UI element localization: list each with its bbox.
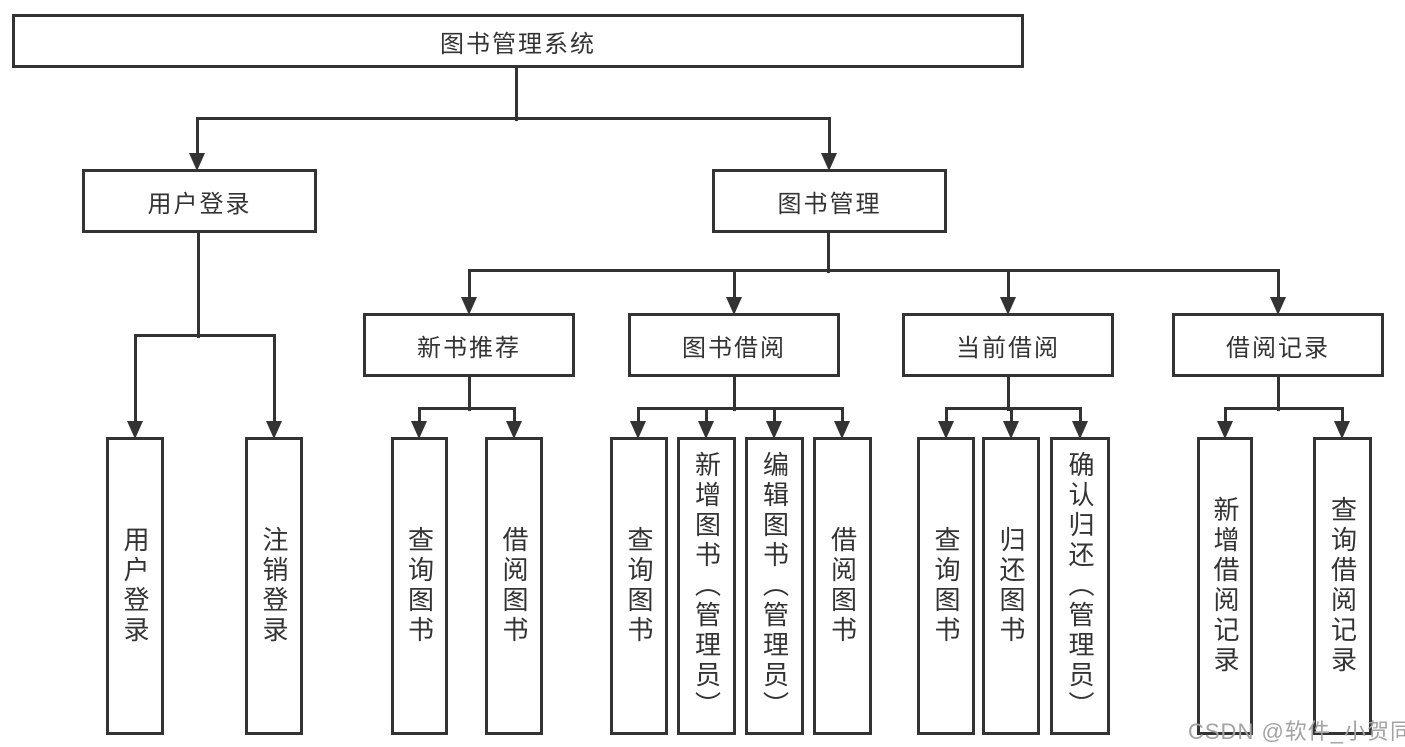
connector-line: [195, 118, 199, 155]
arrowhead: [1217, 421, 1233, 439]
arrowhead: [1270, 297, 1286, 315]
leaf-add-book-admin: 新增图书（管理员）: [677, 437, 736, 735]
arrowhead: [1072, 421, 1088, 439]
leaf-return-book: 归还图书: [982, 437, 1040, 735]
connector-line: [417, 408, 421, 423]
connector-line: [1340, 408, 1344, 423]
connector-line: [467, 270, 471, 299]
connector-line: [732, 377, 736, 411]
leaf-query-borrow-record: 查询借阅记录: [1313, 437, 1372, 735]
arrowhead: [834, 421, 850, 439]
leaf-query-book-current: 查询图书: [917, 437, 975, 735]
connector-line: [772, 408, 776, 423]
connector-line: [1223, 406, 1344, 410]
connector-line: [840, 408, 844, 423]
node-book-borrow: 图书借阅: [628, 313, 840, 377]
connector-line: [732, 270, 736, 299]
connector-line: [636, 406, 844, 410]
connector-line: [467, 268, 1280, 272]
connector-line: [1276, 270, 1280, 299]
node-borrow-record: 借阅记录: [1172, 313, 1384, 377]
connector-line: [1078, 408, 1082, 423]
connector-line: [514, 68, 518, 121]
leaf-logout: 注销登录: [245, 437, 303, 735]
arrowhead: [698, 421, 714, 439]
leaf-add-borrow-record: 新增借阅记录: [1197, 437, 1253, 735]
connector-line: [1006, 270, 1010, 299]
leaf-borrow-book: 借阅图书: [813, 437, 872, 735]
connector-line: [944, 406, 1082, 410]
arrowhead: [821, 153, 837, 171]
node-current-borrow: 当前借阅: [902, 313, 1114, 377]
node-root: 图书管理系统: [12, 14, 1024, 68]
connector-line: [704, 408, 708, 423]
node-book-mgmt: 图书管理: [712, 169, 947, 233]
connector-line: [272, 335, 276, 423]
arrowhead: [461, 297, 477, 315]
leaf-confirm-return-admin: 确认归还（管理员）: [1050, 437, 1110, 735]
connector-line: [826, 233, 830, 273]
connector-line: [1009, 408, 1013, 423]
node-user-login: 用户登录: [82, 169, 317, 233]
connector-line: [417, 406, 516, 410]
leaf-edit-book-admin: 编辑图书（管理员）: [745, 437, 804, 735]
arrowhead: [266, 421, 282, 439]
arrowhead: [938, 421, 954, 439]
connector-line: [827, 118, 831, 155]
connector-line: [133, 335, 137, 423]
arrowhead: [506, 421, 522, 439]
connector-line: [467, 377, 471, 411]
arrowhead: [766, 421, 782, 439]
arrowhead: [189, 153, 205, 171]
connector-line: [195, 116, 831, 120]
arrowhead: [1003, 421, 1019, 439]
connector-line: [133, 333, 276, 337]
connector-line: [1223, 408, 1227, 423]
connector-line: [196, 233, 200, 338]
leaf-user-login: 用户登录: [106, 437, 164, 735]
arrowhead: [630, 421, 646, 439]
connector-line: [1276, 377, 1280, 411]
leaf-borrow-book-recommend: 借阅图书: [485, 437, 543, 735]
connector-line: [1006, 377, 1010, 411]
node-new-book-recommend: 新书推荐: [363, 313, 575, 377]
connector-line: [944, 408, 948, 423]
connector-line: [512, 408, 516, 423]
arrowhead: [1334, 421, 1350, 439]
connector-line: [636, 408, 640, 423]
arrowhead: [1000, 297, 1016, 315]
leaf-query-book-recommend: 查询图书: [391, 437, 448, 735]
leaf-query-book-borrow: 查询图书: [610, 437, 668, 735]
arrowhead: [127, 421, 143, 439]
arrowhead: [726, 297, 742, 315]
watermark: CSDN @软件_小贺同学: [1188, 719, 1405, 744]
arrowhead: [411, 421, 427, 439]
